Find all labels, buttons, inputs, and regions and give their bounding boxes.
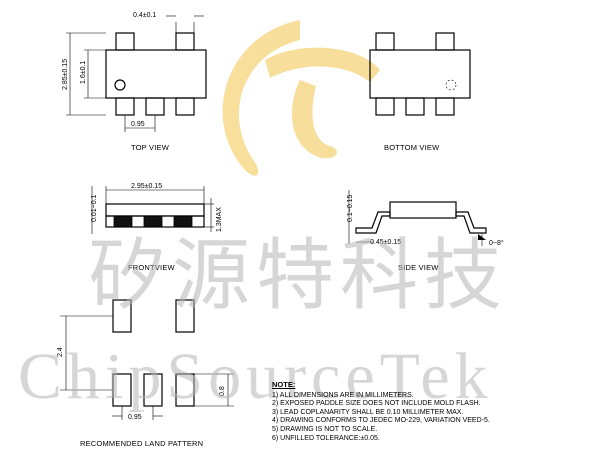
bottom-view-caption: BOTTOM VIEW (384, 143, 440, 152)
dim-land-pad: 0.8 (219, 386, 226, 396)
land-pattern: 2.4 0.8 0.95 RECOMMENDED LAND PATTERN (57, 299, 234, 448)
dim-angle: 0~8° (489, 239, 504, 247)
top-lead (115, 32, 135, 51)
bottom-lead (435, 97, 455, 116)
side-lead-right (455, 211, 487, 234)
note-item: 4) DRAWING CONFORMS TO JEDEC MO-229, VAR… (272, 417, 490, 425)
top-lead (175, 32, 195, 51)
bottom-lead (405, 97, 425, 116)
note-item: 3) LEAD COPLANARITY SHALL BE 0.10 MILLIM… (272, 408, 464, 416)
dim-land-span: 2.4 (57, 347, 64, 357)
dim-land-pitch: 0.95 (128, 414, 142, 421)
watermark-logo (222, 20, 380, 176)
bottom-view: BOTTOM VIEW (369, 32, 471, 152)
bottom-body (369, 49, 471, 99)
side-view: 0.1~0.15 0.45±0.15 0~8° SIDE VIEW (347, 190, 504, 272)
dim-foot: 0.45±0.15 (370, 239, 401, 246)
front-view: 2.95±0.15 0.01~0.1 1.3MAX FRONTVIEW (91, 183, 223, 272)
top-lead (175, 97, 195, 116)
notes: NOTE: 1) ALL DIMENSIONS ARE IN MILLIMETE… (272, 380, 490, 443)
watermark-cn: 矽源特科技 (88, 231, 508, 321)
front-body-top (105, 203, 205, 217)
land-pad (175, 299, 195, 333)
note-item: 5) DRAWING IS NOT TO SCALE. (272, 425, 378, 433)
watermark-en: ChipSourceTek (18, 340, 493, 413)
top-body (105, 49, 207, 99)
dim-lead-thickness: 0.1~0.15 (347, 194, 354, 222)
dim-standoff: 0.01~0.1 (91, 194, 98, 222)
note-item: 6) UNFILLED TOLERANCE:±0.05. (272, 434, 380, 442)
land-pattern-caption: RECOMMENDED LAND PATTERN (80, 439, 203, 448)
bottom-lead (435, 32, 455, 51)
dim-lead-width: 0.4±0.1 (133, 12, 156, 19)
top-lead (145, 97, 165, 116)
top-view-caption: TOP VIEW (131, 143, 170, 152)
side-lead-left (355, 211, 391, 234)
land-pad (175, 373, 195, 407)
note-item: 1) ALL DIMENSIONS ARE IN MILLIMETERS. (272, 391, 414, 399)
bottom-lead (375, 32, 395, 51)
top-lead (115, 97, 135, 116)
dim-front-width: 2.95±0.15 (131, 183, 162, 190)
pin1-marker (114, 79, 126, 91)
front-lead (113, 215, 133, 228)
top-view: 0.4±0.1 2.85±0.15 1.6±0.1 0.95 TOP VIEW (62, 12, 207, 152)
side-body (389, 201, 457, 219)
dim-overall-height: 2.85±0.15 (62, 59, 69, 90)
side-view-caption: SIDE VIEW (398, 263, 439, 272)
dim-pitch: 0.95 (131, 121, 145, 128)
front-lead (173, 215, 193, 228)
pin1-marker-hidden (445, 79, 457, 91)
bottom-lead (375, 97, 395, 116)
front-lead (143, 215, 163, 228)
dim-height: 1.3MAX (216, 207, 223, 232)
front-view-caption: FRONTVIEW (128, 263, 176, 272)
note-item: 2) EXPOSED PADDLE SIZE DOES NOT INCLUDE … (272, 400, 481, 408)
front-body-bottom (105, 215, 205, 228)
notes-title: NOTE: (272, 380, 296, 389)
dim-body-height: 1.6±0.1 (80, 61, 87, 84)
